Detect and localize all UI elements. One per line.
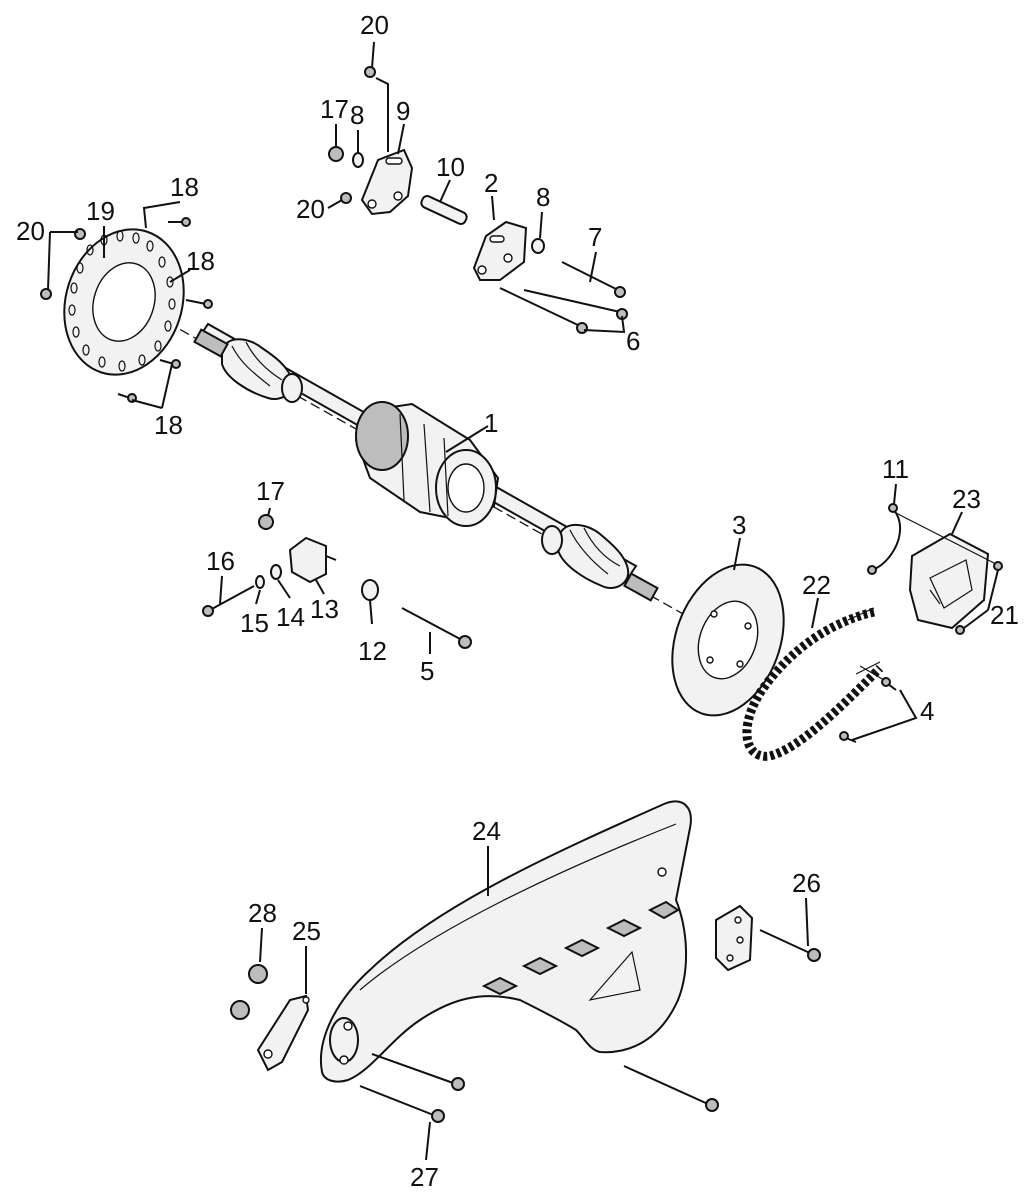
caliper-bracket — [360, 148, 414, 216]
callout-21: 21 — [990, 600, 1019, 630]
leader-lines — [47, 41, 999, 1161]
callout-1: 1 — [484, 408, 498, 438]
callout-8a: 8 — [350, 100, 364, 130]
left-spline — [193, 328, 229, 358]
guard-bracket — [256, 994, 310, 1072]
callout-23: 23 — [952, 484, 981, 514]
nut — [248, 964, 268, 984]
chain-guard — [320, 800, 692, 1083]
callout-19: 19 — [86, 196, 115, 226]
callout-6: 6 — [626, 326, 640, 356]
nut — [40, 288, 52, 300]
left-cv-boot — [221, 338, 303, 403]
callout-2: 2 — [484, 168, 498, 198]
callout-12: 12 — [358, 636, 387, 666]
bolt — [759, 929, 813, 955]
callout-5: 5 — [420, 656, 434, 686]
callout-7: 7 — [588, 222, 602, 252]
bolt — [371, 1053, 457, 1085]
nut — [364, 66, 376, 78]
nut — [340, 192, 352, 204]
callout-28: 28 — [248, 898, 277, 928]
long-bolt — [499, 287, 581, 327]
callout-11: 11 — [882, 454, 909, 484]
washer — [270, 564, 282, 580]
brake-disc — [63, 228, 185, 376]
long-bolt — [401, 607, 463, 641]
bolt — [209, 585, 255, 611]
callout-17a: 17 — [320, 94, 349, 124]
bushing — [361, 579, 379, 601]
callout-14: 14 — [276, 602, 305, 632]
callout-22: 22 — [802, 570, 831, 600]
callout-18b: 18 — [186, 246, 215, 276]
callout-3: 3 — [732, 510, 746, 540]
nut — [328, 146, 344, 162]
drive-chain — [742, 607, 884, 761]
callout-17b: 17 — [256, 476, 285, 506]
callout-26: 26 — [792, 868, 821, 898]
callout-20b: 20 — [296, 194, 325, 224]
callout-25: 25 — [292, 916, 321, 946]
washer — [352, 152, 364, 168]
right-cv-boot — [541, 524, 630, 589]
callout-9: 9 — [396, 96, 410, 126]
washer — [531, 238, 545, 254]
hose-clip — [871, 507, 901, 571]
stud — [561, 261, 619, 291]
callout-16: 16 — [206, 546, 235, 576]
callout-18a: 18 — [170, 172, 199, 202]
callout-24: 24 — [472, 816, 501, 846]
nut — [230, 1000, 250, 1020]
callout-18c: 18 — [154, 410, 183, 440]
callout-20c: 20 — [16, 216, 45, 246]
guard-side-plate — [715, 904, 754, 972]
callout-27: 27 — [410, 1162, 439, 1192]
callout-8b: 8 — [536, 182, 550, 212]
sprocket-guard — [908, 532, 990, 630]
nut — [74, 228, 86, 240]
long-bolt — [523, 289, 621, 313]
bolt — [359, 1085, 437, 1117]
callout-4: 4 — [920, 696, 934, 726]
bracket-plate — [472, 220, 528, 281]
nut — [258, 514, 274, 530]
callout-labels: 1 2 3 4 5 6 7 8 8 9 10 11 12 13 14 15 16… — [16, 10, 1019, 1192]
spring-washer — [255, 575, 265, 589]
pin — [420, 195, 468, 225]
callout-13: 13 — [310, 594, 339, 624]
sensor-block — [288, 536, 337, 584]
callout-15: 15 — [240, 608, 269, 638]
bolt — [623, 1065, 709, 1105]
bolt — [955, 625, 965, 635]
right-spline — [623, 572, 659, 602]
callout-20a: 20 — [360, 10, 389, 40]
rear-sprocket — [671, 563, 785, 717]
callout-10: 10 — [436, 152, 465, 182]
axle-housing — [354, 401, 500, 527]
